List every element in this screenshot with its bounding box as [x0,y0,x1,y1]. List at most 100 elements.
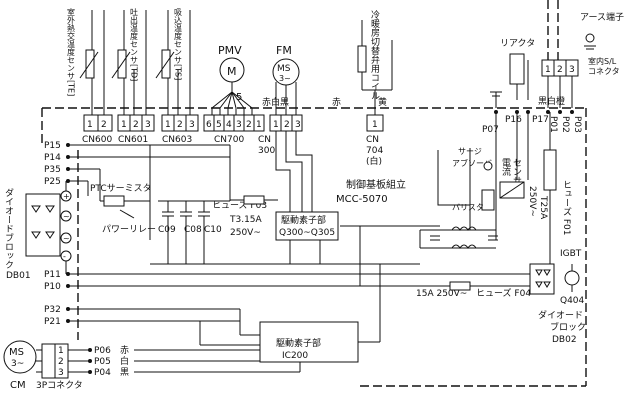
fan-motor: FM MS 3~ 赤白黒 1 2 3 CN 300 [258,44,313,212]
valve-label: 冷暖房切替弁用コイル [369,9,380,100]
db02-label2: ブロック [550,321,586,333]
cn603-pin-1: 1 [165,120,171,130]
varistor-label: バリスタ [452,203,484,212]
current-label2: センサ [511,158,522,185]
f01-name: ヒューズ F01 [561,180,572,236]
sensor-td-label: 吐出温度センサ[TD] [130,8,139,81]
surge-absorber: サージ アブソーバ バリスタ [437,140,497,240]
fm-connector: CN [258,135,271,145]
fm-label: FM [276,44,292,57]
f01-voltage: 250V~ [527,186,537,217]
fuse-f03: ヒューズ F03 T3.15A 250V~ [212,195,278,238]
fm-symbol: MS [277,64,291,74]
wire-white: 白 [120,355,129,367]
top-right-terminals: P07 P16 P17 P01 P02 P03 [482,91,582,180]
cn700-pin-6: 6 [206,120,212,130]
cn601-label: CN601 [118,135,148,145]
surge-label2: アブソーバ [452,158,492,168]
fm-pin-2: 2 [284,120,290,130]
drive1-parts: Q300~Q305 [279,228,335,238]
igbt-name: Q404 [560,296,585,306]
compressor-pin-3: 3 [58,368,64,378]
terminal-p02: P02 [560,116,570,133]
cn700-pin-1: 1 [256,120,262,130]
cn600-pin-1: 1 [87,120,93,130]
terminal-p07: P07 [482,125,499,135]
cn700-label: CN700 [214,135,244,145]
sl-pin-3: 3 [569,65,575,75]
sensor-td: 吐出温度センサ[TD] [111,8,147,115]
drive2-parts: IC200 [282,351,308,361]
sl-connector: 室内S/L コネクタ 1 2 3 黒白橙 [538,56,620,108]
igbt-icon [564,270,580,286]
terminal-p17: P17 [532,115,549,125]
sl-wires: 黒白橙 [538,95,565,107]
fm-connector-no: 300 [258,146,275,156]
relay-label: パワーリレー [102,224,156,235]
compressor: MS 3~ CM 3Pコネクタ 1 2 3 P06 P05 P04 赤 白 黒 [3,340,301,391]
db02-name: DB02 [552,335,577,345]
left-terminals: P15 P14 P35 P25 P11 P10 P32 P21 [44,141,530,327]
terminal-p14: P14 [44,153,61,163]
terminal-p16: P16 [505,115,522,125]
cap-c09: C09 [158,225,176,235]
cn600-pin-2: 2 [101,120,107,130]
terminal-p05: P05 [94,357,111,367]
cn704-no: 704 [366,146,383,156]
drive2-label: 駆動素子部 [276,337,321,349]
terminal-p21: P21 [44,317,61,327]
diode-block-db02: ダイオード ブロック DB02 [529,263,586,345]
f03-rating: T3.15A [229,215,263,225]
db01-label: ダイオードブロック [3,187,14,269]
cap-c08: C08 [184,225,202,235]
cn603-pin-3: 3 [189,120,195,130]
compressor-pin-1: 1 [58,346,64,356]
cn704-pin-1: 1 [372,120,378,130]
cn601-pin-2: 2 [133,120,139,130]
connector-cn600: 1 2 CN600 [82,114,113,145]
cn600-label: CN600 [82,135,112,145]
f01-rating: T25A [538,195,548,220]
sensor-ts-label: 吸込温度センサ[TS] [174,8,183,80]
sensor-te: 室外熱交温度センサ[TE] [67,7,105,115]
drive1-label: 駆動素子部 [281,214,326,226]
terminal-p01: P01 [548,116,558,133]
cn603-pin-2: 2 [177,120,183,130]
compressor-connector: 3Pコネクタ [36,380,83,391]
f03-voltage: 250V~ [230,228,261,238]
capacitors: C09 C08 C10 [150,200,420,265]
ground-label: アース端子 [580,11,624,23]
current-label: 電流 [500,158,511,177]
ptc-label: PTCサーミスタ [90,183,152,194]
board-outline [41,107,587,387]
cn603-label: CN603 [162,135,192,145]
terminal-p10: P10 [44,282,61,292]
igbt-q404: IGBT Q404 [560,249,585,306]
cn601-pin-3: 3 [145,120,151,130]
svg-text:~: ~ [63,212,70,221]
compressor-label: CM [10,380,26,391]
diode-block-db01: ダイオードブロック DB01 + ~ ~ - [3,181,72,281]
filter-coils [419,226,498,249]
terminal-p06: P06 [94,346,111,356]
sl-pin-2: 2 [557,65,563,75]
f04-name: ヒューズ F04 [476,287,531,299]
sl-pin-1: 1 [545,65,551,75]
cn700-pin-5: 5 [216,120,222,130]
terminal-p03: P03 [572,116,582,133]
compressor-motor-icon [3,340,37,374]
svg-text:~: ~ [63,234,70,243]
cn700-pin-2: 2 [246,120,252,130]
compressor-symbol: MS [9,347,24,358]
main-rails [229,145,531,286]
ground-terminal: アース端子 [547,0,624,60]
fm-pin-3: 3 [295,120,301,130]
igbt-label: IGBT [560,249,582,259]
db02-label: ダイオード [538,309,583,321]
board-model: MCC-5070 [336,194,388,205]
valve-wire-yellow: 黄 [378,96,387,108]
svg-text:+: + [63,192,70,201]
fm-phase: 3~ [279,74,291,83]
ptc-thermistor: PTCサーミスタ パワーリレー [87,145,156,240]
f04-rating: 15A 250V~ [416,289,467,299]
